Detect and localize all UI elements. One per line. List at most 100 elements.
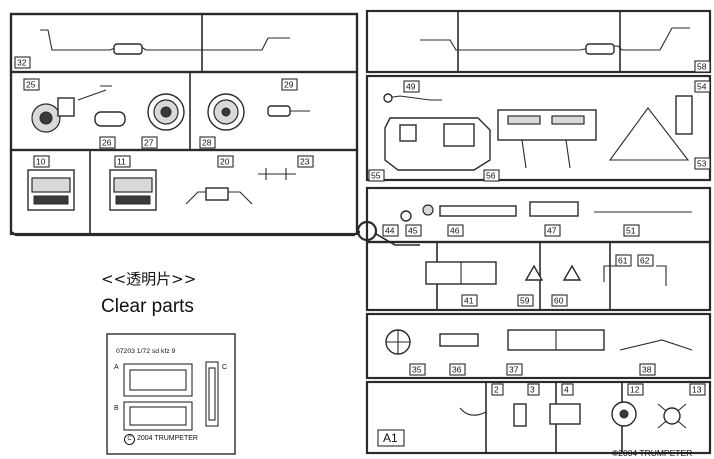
part-number: 32 — [17, 58, 27, 68]
part-number: 62 — [640, 256, 650, 266]
part-tag-3: 3 — [527, 383, 540, 396]
part-hook-rod — [603, 265, 618, 282]
part-tag-box — [561, 383, 574, 396]
part-control-arm — [77, 85, 112, 101]
sprue-copyright: ©2004 TRUMPETER — [612, 448, 692, 458]
part-tag-44: 44 — [382, 224, 399, 237]
part-pipe-loop — [459, 407, 487, 416]
clear-parts-heading-en: Clear parts — [101, 296, 194, 317]
clear-window-c-inner — [208, 367, 216, 421]
part-engine-block-a — [27, 169, 75, 211]
part-tag-box — [551, 294, 568, 307]
part-tag-60: 60 — [551, 294, 568, 307]
part-spring-cluster — [657, 403, 687, 429]
part-dash-panel — [439, 333, 479, 347]
part-exhaust-rod-right — [420, 27, 690, 55]
part-number: 4 — [564, 385, 569, 395]
part-tag-box — [199, 136, 216, 149]
part-steering-wheel — [385, 329, 411, 355]
part-tag-4: 4 — [561, 383, 574, 396]
part-number: 61 — [618, 256, 628, 266]
right-row-1-frame — [365, 9, 712, 74]
part-tag-32: 32 — [14, 56, 31, 69]
part-tag-box — [461, 294, 478, 307]
part-plate-bracket — [513, 403, 527, 427]
part-number: 10 — [36, 157, 46, 167]
part-engine-block-b — [109, 169, 157, 211]
part-pulley — [611, 401, 637, 427]
part-number: 38 — [642, 365, 652, 375]
part-tag-56: 56 — [483, 169, 500, 182]
part-exhaust-rod-left — [40, 29, 290, 55]
part-tag-36: 36 — [449, 363, 466, 376]
part-tag-box — [544, 224, 561, 237]
part-number: 47 — [547, 226, 557, 236]
part-tag-box — [517, 294, 534, 307]
part-bracket-a — [524, 264, 544, 281]
part-tag-box — [527, 383, 540, 396]
part-number: 3 — [530, 385, 535, 395]
part-number: 54 — [697, 82, 707, 92]
part-number: 36 — [452, 365, 462, 375]
part-tag-box — [368, 169, 385, 182]
part-tag-47: 47 — [544, 224, 561, 237]
clear-window-a — [123, 363, 193, 397]
part-window-glass-frame — [425, 261, 497, 285]
clear-parts-heading-cn: <<透明片>> — [101, 270, 197, 288]
part-tag-box — [297, 155, 314, 168]
part-number: 46 — [450, 226, 460, 236]
part-tag-box — [217, 155, 234, 168]
part-number: 12 — [630, 385, 640, 395]
part-bracket-b — [562, 264, 582, 281]
clear-parts-brand: 2004 TRUMPETER — [137, 435, 198, 442]
part-tag-box — [23, 78, 40, 91]
part-tag-38: 38 — [639, 363, 656, 376]
part-tag-12: 12 — [627, 383, 644, 396]
part-number: 20 — [220, 157, 230, 167]
part-tag-box — [382, 224, 399, 237]
part-number: 41 — [464, 296, 474, 306]
part-tag-box — [409, 363, 426, 376]
part-tag-13: 13 — [689, 383, 706, 396]
part-tag-box — [99, 136, 116, 149]
part-tag-box — [637, 254, 654, 267]
part-number: 25 — [26, 80, 36, 90]
copyright-icon: C — [124, 434, 135, 445]
part-tag-37: 37 — [506, 363, 523, 376]
part-number: 27 — [144, 138, 154, 148]
part-seat-plate — [439, 205, 517, 217]
part-number: 29 — [284, 80, 294, 90]
clear-window-b-inner — [129, 406, 187, 426]
part-tag-box — [33, 155, 50, 168]
part-tag-box — [141, 136, 158, 149]
left-row-3-frame — [9, 148, 359, 236]
part-triangle-frame — [608, 95, 693, 161]
part-tag-55: 55 — [368, 169, 385, 182]
part-road-wheel-b — [207, 93, 245, 131]
part-tag-35: 35 — [409, 363, 426, 376]
part-tag-box — [639, 363, 656, 376]
part-tag-11: 11 — [114, 155, 131, 168]
part-tag-46: 46 — [447, 224, 464, 237]
part-small-knob — [400, 210, 412, 222]
part-tag-29: 29 — [281, 78, 298, 91]
part-tag-box — [405, 224, 422, 237]
part-tag-box — [689, 383, 706, 396]
part-tag-45: 45 — [405, 224, 422, 237]
part-number: 26 — [102, 138, 112, 148]
part-tag-23: 23 — [297, 155, 314, 168]
clear-label-a: A — [114, 364, 119, 371]
part-tag-26: 26 — [99, 136, 116, 149]
clear-window-b — [123, 401, 193, 431]
part-tag-59: 59 — [517, 294, 534, 307]
part-tag-61: 61 — [615, 254, 632, 267]
part-tag-box — [694, 157, 711, 170]
part-number: 2 — [494, 385, 499, 395]
part-number: 55 — [371, 171, 381, 181]
part-number: 58 — [697, 62, 707, 72]
part-tag-28: 28 — [199, 136, 216, 149]
part-tag-box — [449, 363, 466, 376]
part-pin-rod — [656, 265, 667, 286]
right-row-4-frame — [365, 240, 712, 312]
